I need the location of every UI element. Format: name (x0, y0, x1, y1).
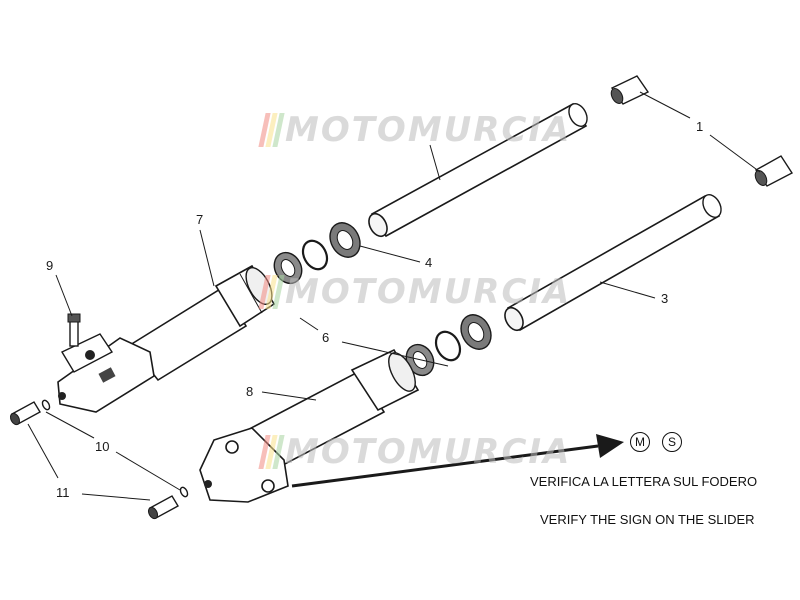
slider-7 (57, 264, 276, 413)
watermark-text: MOTOMURCIA (285, 432, 572, 472)
callout-10: 10 (95, 439, 109, 454)
verify-arrow (291, 434, 624, 488)
washer-10-upper (41, 399, 51, 411)
callout-4: 4 (425, 255, 432, 270)
bolt-9 (67, 313, 81, 347)
note-italian: VERIFICA LA LETTERA SUL FODERO (530, 474, 758, 489)
leader-lines (27, 91, 761, 501)
washer-10-lower (179, 486, 189, 498)
bolt-11-upper (9, 401, 41, 426)
cap-lower (754, 155, 794, 187)
watermark-logo-1: MOTOMURCIA (258, 110, 572, 150)
slider-8 (199, 348, 420, 503)
watermark-text: MOTOMURCIA (285, 272, 572, 312)
cap-upper (610, 75, 650, 105)
seal-set-upper (273, 222, 361, 285)
watermark-text: MOTOMURCIA (285, 110, 572, 150)
callout-8: 8 (246, 384, 253, 399)
callout-11: 11 (56, 485, 70, 500)
callout-9: 9 (46, 258, 53, 273)
callout-3: 3 (661, 291, 668, 306)
callout-6: 6 (322, 330, 329, 345)
callout-7: 7 (196, 212, 203, 227)
bolt-11-lower (147, 495, 179, 520)
callout-1: 1 (696, 119, 703, 134)
fork-tube-upper (368, 102, 588, 238)
badge-s: S (662, 432, 682, 452)
note-english: VERIFY THE SIGN ON THE SLIDER (540, 512, 755, 527)
watermark-logo-2: MOTOMURCIA (258, 272, 572, 312)
fork-tube-lower (504, 194, 722, 332)
badge-m: M (630, 432, 650, 452)
seal-set-lower (405, 314, 492, 377)
watermark-logo-3: MOTOMURCIA (258, 432, 572, 472)
